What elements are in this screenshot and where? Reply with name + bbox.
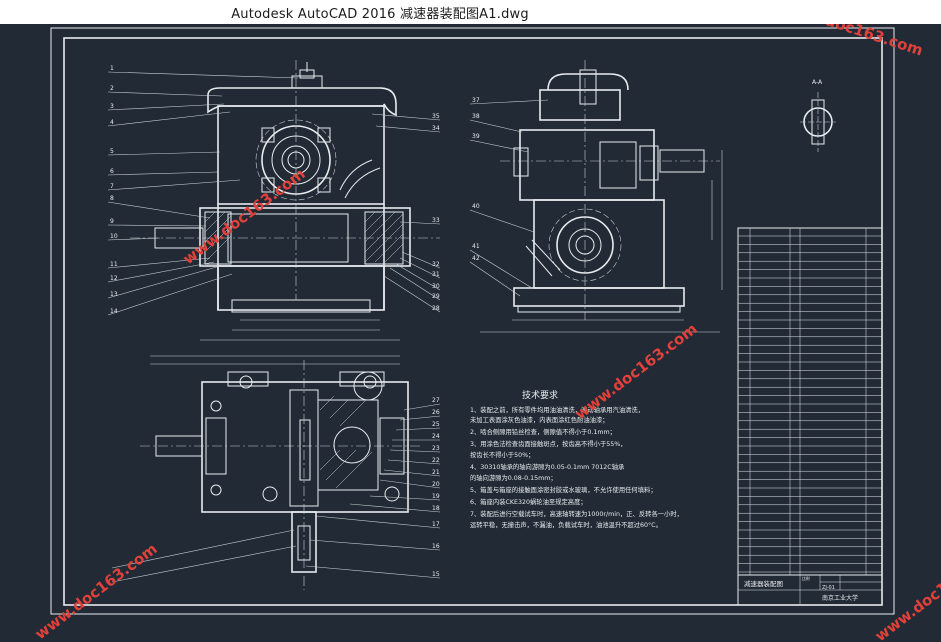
svg-text:4: 4 — [110, 119, 114, 126]
svg-text:15: 15 — [432, 571, 440, 578]
top-view: 27 26 25 24 23 22 21 20 19 18 17 16 15 — [111, 355, 441, 590]
svg-text:35: 35 — [432, 113, 440, 120]
svg-text:29: 29 — [432, 293, 440, 300]
svg-text:21: 21 — [432, 469, 440, 476]
window-title: Autodesk AutoCAD 2016 减速器装配图A1.dwg — [231, 7, 529, 22]
svg-text:31: 31 — [432, 271, 440, 278]
section-label: A-A — [812, 79, 823, 86]
tech-line: 7、装配后进行空载试车时，高速轴转速为1000r/min，正、反转各一小时， — [470, 509, 683, 518]
svg-text:1: 1 — [110, 65, 114, 72]
tech-line: 3、用涂色法检查齿面接触斑点，按齿高不得小于55%， — [470, 439, 627, 448]
svg-text:2: 2 — [110, 85, 114, 92]
svg-text:9: 9 — [110, 218, 114, 225]
scale-label: 比例 — [802, 576, 810, 581]
svg-text:32: 32 — [432, 261, 440, 268]
svg-text:14: 14 — [110, 308, 118, 315]
section-a-a: A-A — [800, 79, 836, 152]
title-bar: Autodesk AutoCAD 2016 减速器装配图A1.dwg — [0, 0, 941, 24]
svg-text:33: 33 — [432, 217, 440, 224]
tech-line: 1、装配之前，所有零件均用油油清洗，滚动轴承用汽油清洗， — [470, 405, 644, 414]
tech-line: 按齿长不得小于50%； — [470, 450, 534, 459]
svg-text:10: 10 — [110, 233, 118, 240]
svg-text:24: 24 — [432, 433, 440, 440]
svg-text:5: 5 — [110, 148, 114, 155]
tech-line: 运转平稳，无撞击声，不漏油，负载试车时，油池温升不超过60°C。 — [470, 520, 662, 529]
svg-text:42: 42 — [472, 255, 480, 262]
svg-text:22: 22 — [432, 457, 440, 464]
svg-text:40: 40 — [472, 203, 480, 210]
svg-text:13: 13 — [110, 291, 118, 298]
svg-text:16: 16 — [432, 543, 440, 550]
svg-text:12: 12 — [110, 275, 118, 282]
tech-line: 2、啮合侧隙用铅丝检查，侧隙值不得小于0.1mm； — [470, 427, 616, 436]
svg-text:19: 19 — [432, 493, 440, 500]
svg-text:11: 11 — [110, 261, 118, 268]
svg-text:3: 3 — [110, 103, 114, 110]
svg-text:34: 34 — [432, 125, 440, 132]
svg-text:23: 23 — [432, 445, 440, 452]
title-block: 减速器装配图 比例 ZJ-01 南京工业大学 — [738, 574, 882, 605]
side-view: 37 38 39 40 41 42 — [469, 60, 723, 333]
watermark-4: www.doc163.com — [779, 24, 925, 60]
tech-line: 5、箱盖与箱座的接触面涂密封胶或水玻璃，不允许使用任何填料； — [470, 485, 657, 494]
svg-text:39: 39 — [472, 133, 480, 140]
tech-requirements: 技术要求 1、装配之前，所有零件均用油油清洗，滚动轴承用汽油清洗， 未加工表面涂… — [470, 389, 683, 529]
tech-heading: 技术要求 — [522, 389, 558, 401]
drawing-number: ZJ-01 — [822, 585, 835, 591]
parts-list — [737, 227, 883, 606]
svg-text:37: 37 — [472, 97, 480, 104]
svg-text:30: 30 — [432, 283, 440, 290]
svg-text:17: 17 — [432, 521, 440, 528]
svg-text:27: 27 — [432, 397, 440, 404]
svg-text:26: 26 — [432, 409, 440, 416]
outer-border — [50, 27, 895, 615]
tech-line: 的轴向游隙为0.08-0.15mm； — [470, 473, 557, 482]
svg-text:25: 25 — [432, 421, 440, 428]
svg-text:41: 41 — [472, 243, 480, 250]
svg-text:20: 20 — [432, 481, 440, 488]
drawing-name: 减速器装配图 — [744, 579, 783, 588]
school-name: 南京工业大学 — [822, 594, 858, 602]
svg-text:6: 6 — [110, 168, 114, 175]
svg-text:8: 8 — [110, 195, 114, 202]
tech-line: 6、箱座内装CKE320蜗轮油至规定高度； — [470, 497, 587, 506]
svg-text:38: 38 — [472, 113, 480, 120]
tech-line: 未加工表面涂灰色油漆，内表面涂红色耐油油漆； — [470, 415, 609, 424]
svg-text:28: 28 — [432, 305, 440, 312]
svg-text:18: 18 — [432, 505, 440, 512]
inner-border — [63, 37, 883, 606]
tech-line: 4、30310轴承的轴向游隙为0.05-0.1mm 7012C轴承 — [470, 462, 625, 471]
svg-text:7: 7 — [110, 183, 114, 190]
